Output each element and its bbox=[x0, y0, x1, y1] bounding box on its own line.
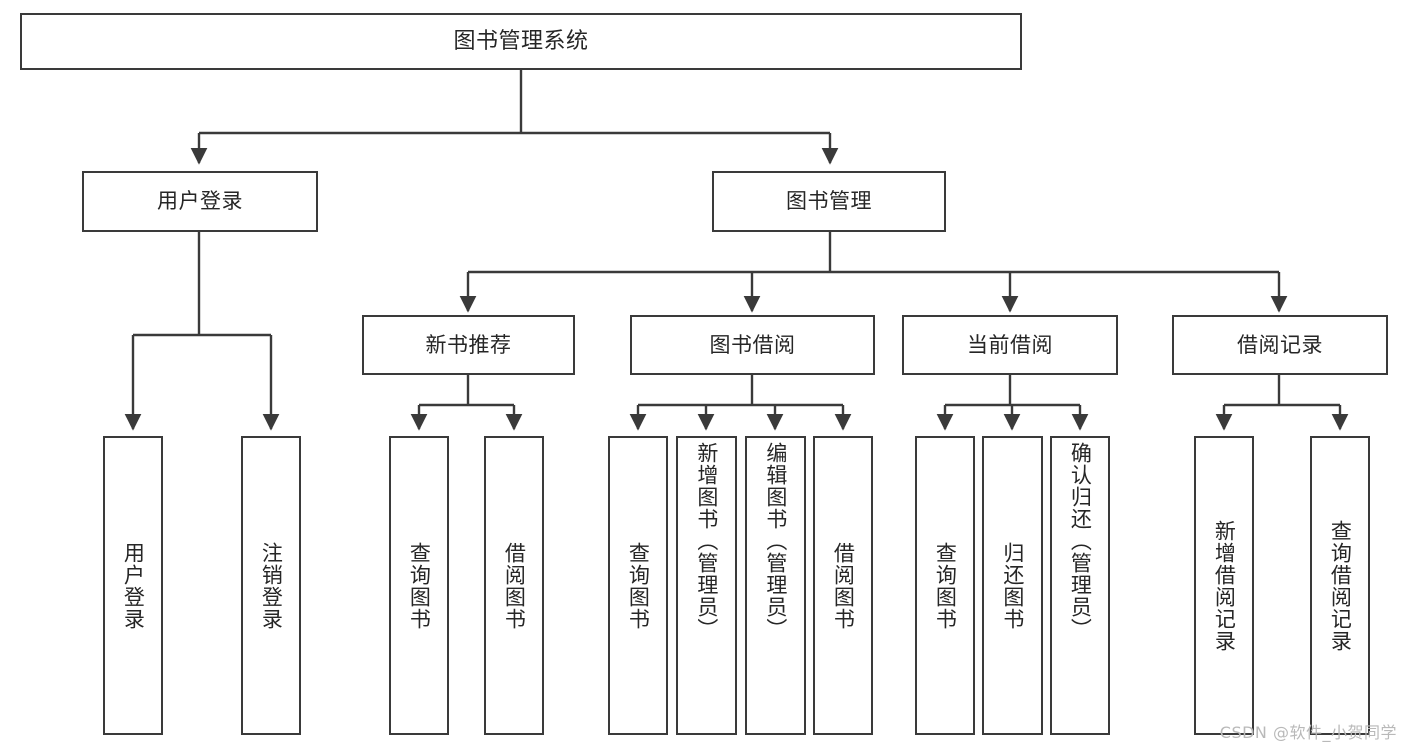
node-label: 查询图书 bbox=[626, 541, 651, 630]
node-leaf-user-login[interactable]: 用户登录 bbox=[103, 436, 163, 735]
node-book-management[interactable]: 图书管理 bbox=[712, 171, 946, 232]
node-label: 图书管理 bbox=[786, 189, 872, 214]
node-borrow-record[interactable]: 借阅记录 bbox=[1172, 315, 1388, 375]
node-label: 确认归还（管理员） bbox=[1068, 442, 1093, 640]
node-label: 用户登录 bbox=[121, 541, 146, 630]
node-label: 新增图书（管理员） bbox=[694, 442, 719, 640]
node-label: 当前借阅 bbox=[967, 332, 1053, 357]
node-leaf-query-borrow-record[interactable]: 查询借阅记录 bbox=[1310, 436, 1370, 735]
node-label: 查询借阅记录 bbox=[1328, 519, 1353, 652]
watermark-text: CSDN @软件_小贺同学 bbox=[1219, 723, 1397, 742]
node-label: 查询图书 bbox=[933, 541, 958, 630]
node-current-borrow[interactable]: 当前借阅 bbox=[902, 315, 1118, 375]
node-book-borrow[interactable]: 图书借阅 bbox=[630, 315, 875, 375]
node-leaf-borrow-book-2[interactable]: 借阅图书 bbox=[813, 436, 873, 735]
node-label: 新增借阅记录 bbox=[1212, 519, 1237, 652]
node-label: 归还图书 bbox=[1000, 541, 1025, 630]
node-label: 图书管理系统 bbox=[453, 28, 589, 54]
node-leaf-logout-login[interactable]: 注销登录 bbox=[241, 436, 301, 735]
node-leaf-borrow-book-1[interactable]: 借阅图书 bbox=[484, 436, 544, 735]
node-label: 借阅图书 bbox=[502, 541, 527, 630]
node-label: 借阅记录 bbox=[1237, 332, 1323, 357]
node-leaf-add-borrow-record[interactable]: 新增借阅记录 bbox=[1194, 436, 1254, 735]
node-user-login[interactable]: 用户登录 bbox=[82, 171, 318, 232]
node-leaf-query-book-3[interactable]: 查询图书 bbox=[915, 436, 975, 735]
node-leaf-return-book[interactable]: 归还图书 bbox=[982, 436, 1043, 735]
node-label: 图书借阅 bbox=[709, 332, 796, 357]
node-root-book-management-system[interactable]: 图书管理系统 bbox=[20, 13, 1022, 70]
node-label: 编辑图书（管理员） bbox=[763, 442, 788, 640]
node-label: 注销登录 bbox=[259, 541, 284, 630]
node-new-book-recommend[interactable]: 新书推荐 bbox=[362, 315, 575, 375]
node-leaf-confirm-return[interactable]: 确认归还（管理员） bbox=[1050, 436, 1110, 735]
node-leaf-add-book[interactable]: 新增图书（管理员） bbox=[676, 436, 737, 735]
node-label: 借阅图书 bbox=[831, 541, 856, 630]
node-label: 查询图书 bbox=[407, 541, 432, 630]
node-leaf-query-book-2[interactable]: 查询图书 bbox=[608, 436, 668, 735]
node-label: 用户登录 bbox=[157, 189, 243, 214]
node-leaf-query-book-1[interactable]: 查询图书 bbox=[389, 436, 449, 735]
node-label: 新书推荐 bbox=[425, 332, 512, 357]
node-leaf-edit-book[interactable]: 编辑图书（管理员） bbox=[745, 436, 806, 735]
